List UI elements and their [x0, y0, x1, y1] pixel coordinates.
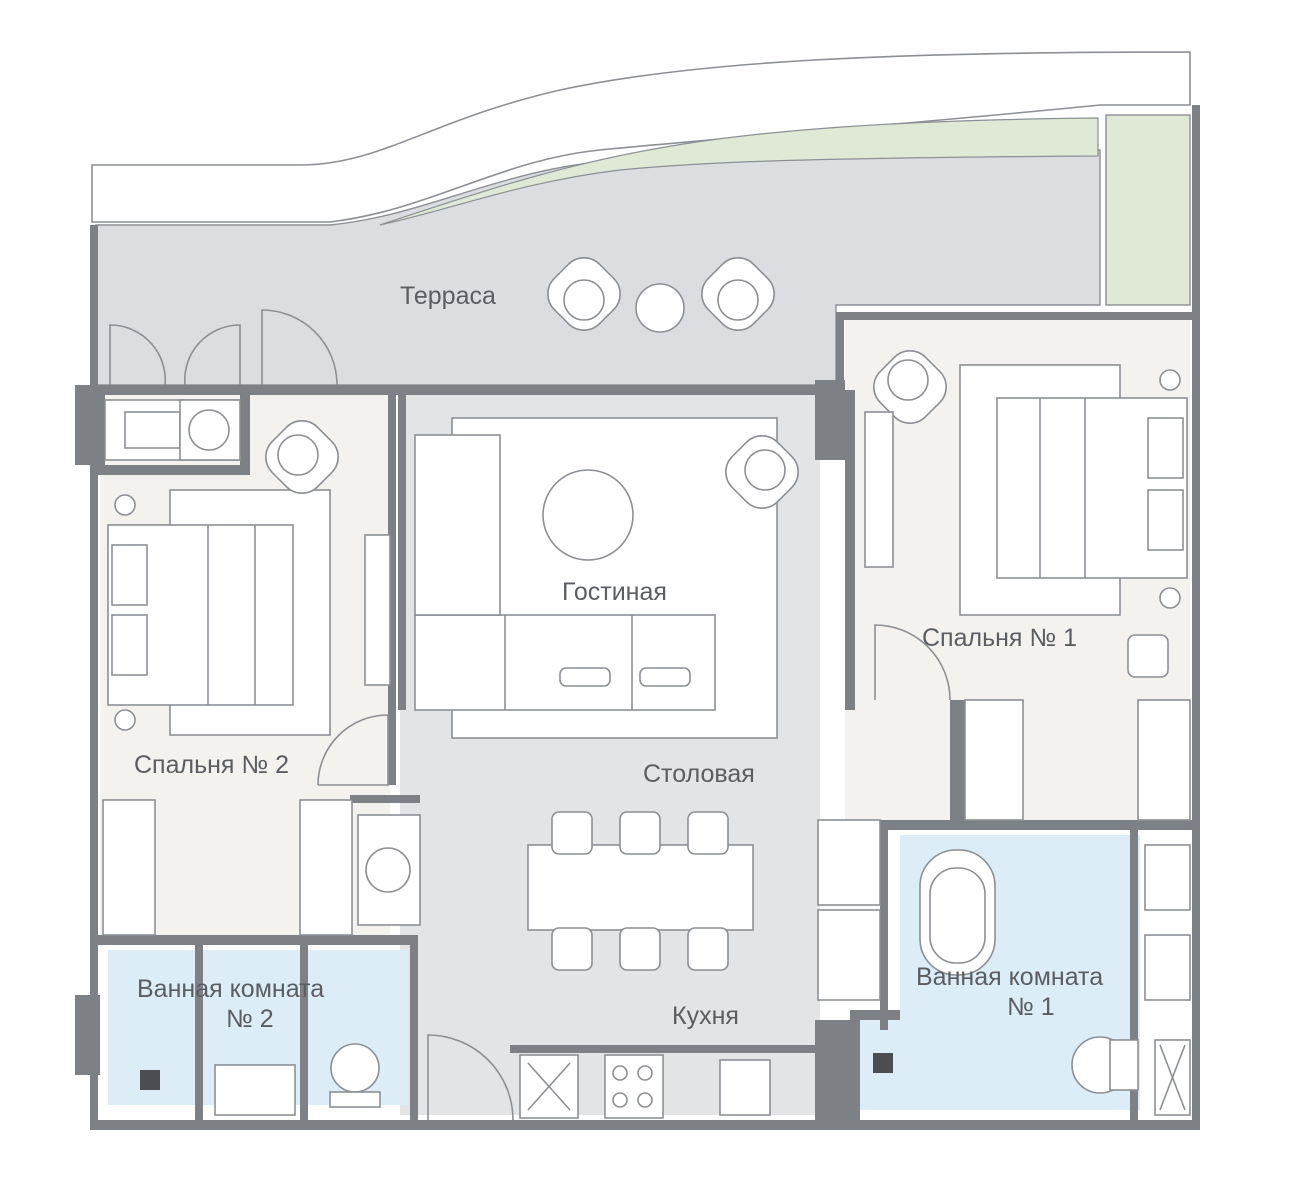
sofa [414, 614, 716, 711]
lounge-chair [547, 257, 621, 331]
living-furniture [414, 417, 799, 739]
dining-table [527, 844, 754, 931]
bath1-fixtures [873, 844, 1191, 1116]
coffee-table [542, 469, 634, 561]
armchair [873, 350, 947, 424]
terrace-planter-side [1105, 114, 1191, 306]
terrace-planter [379, 117, 1099, 226]
room-label-bedroom2: Спальня № 2 [134, 751, 289, 779]
room-label-bedroom1: Спальня № 1 [922, 624, 1077, 652]
kitchen-furniture [427, 819, 881, 1121]
armchair [265, 420, 339, 494]
terrace-round-table [635, 283, 685, 333]
room-label-bath2: Ванная комната [137, 975, 324, 1003]
terrace-area [91, 51, 1191, 386]
armchair [725, 435, 799, 509]
lounge-chair [701, 257, 775, 331]
room-label-dining: Столовая [643, 760, 755, 788]
bedroom1-furniture [864, 350, 1191, 821]
terrace-door-swing [261, 309, 338, 386]
dining-furniture [527, 811, 754, 971]
bath2-fixtures [140, 814, 421, 1116]
room-label-terrace: Терраса [400, 282, 496, 310]
room-label-bath2-number: № 2 [226, 1005, 274, 1033]
terrace-door-swing [183, 324, 241, 386]
room-label-bath1: Ванная комната [916, 963, 1103, 991]
room-label-kitchen: Кухня [672, 1002, 739, 1030]
terrace-outer-edge [91, 51, 1191, 223]
terrace-door-swing [109, 324, 167, 386]
walls [75, 105, 1200, 1130]
bedroom2-furniture [102, 399, 391, 936]
room-label-bath1-number: № 1 [1007, 993, 1055, 1021]
room-label-living: Гостиная [562, 578, 667, 606]
